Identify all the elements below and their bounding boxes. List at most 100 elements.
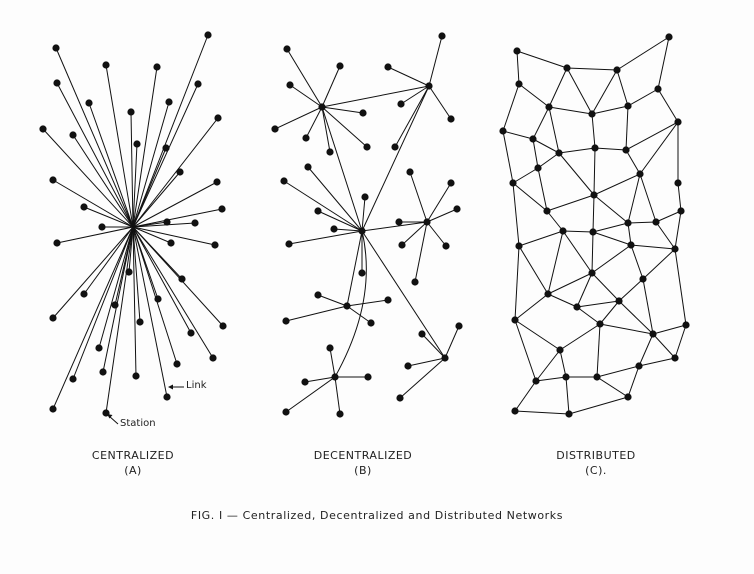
link xyxy=(72,134,134,228)
station xyxy=(283,45,291,53)
station xyxy=(543,207,551,215)
station xyxy=(396,394,404,402)
link xyxy=(321,106,364,114)
panel-b-letter: (B) xyxy=(354,464,372,477)
station xyxy=(624,393,632,401)
station xyxy=(359,109,367,117)
hub-station xyxy=(318,103,326,111)
station xyxy=(163,218,171,226)
link xyxy=(132,101,170,228)
link xyxy=(317,210,363,232)
station xyxy=(559,227,567,235)
link xyxy=(625,149,641,175)
decentralized-network xyxy=(271,32,463,418)
link xyxy=(657,36,670,90)
link xyxy=(642,278,654,335)
link xyxy=(132,181,218,228)
link xyxy=(627,365,640,398)
station xyxy=(282,317,290,325)
station xyxy=(282,408,290,416)
link xyxy=(674,324,687,359)
link xyxy=(321,106,331,153)
station xyxy=(555,149,563,157)
station xyxy=(167,239,175,247)
link xyxy=(655,210,682,223)
station xyxy=(176,168,184,176)
station xyxy=(509,179,517,187)
link xyxy=(547,272,593,295)
link xyxy=(548,67,568,108)
link xyxy=(98,226,134,349)
station xyxy=(588,269,596,277)
link xyxy=(321,106,368,148)
station xyxy=(367,319,375,327)
station xyxy=(404,362,412,370)
station xyxy=(596,320,604,328)
trunk-link xyxy=(321,106,363,232)
station xyxy=(271,125,279,133)
station xyxy=(384,296,392,304)
station xyxy=(314,291,322,299)
station xyxy=(191,219,199,227)
station xyxy=(397,100,405,108)
link xyxy=(400,85,430,105)
link xyxy=(674,248,687,326)
panel-c-letter: (C). xyxy=(585,464,607,477)
link xyxy=(56,226,134,244)
link xyxy=(562,230,593,274)
trunk-link xyxy=(334,230,367,378)
link xyxy=(132,147,167,228)
link xyxy=(655,221,676,250)
link xyxy=(83,206,134,228)
station xyxy=(513,47,521,55)
link xyxy=(593,194,629,224)
centralized-network xyxy=(39,31,227,417)
station xyxy=(358,269,366,277)
link xyxy=(132,226,178,365)
link xyxy=(42,128,134,228)
link xyxy=(591,113,596,149)
station xyxy=(529,135,537,143)
link xyxy=(333,228,363,232)
station xyxy=(302,134,310,142)
link xyxy=(428,85,452,120)
station xyxy=(98,223,106,231)
station xyxy=(398,241,406,249)
station xyxy=(326,148,334,156)
link xyxy=(130,111,134,228)
figure-caption: FIG. I — Centralized, Decentralized and … xyxy=(190,509,564,522)
hub-station xyxy=(441,354,449,362)
link xyxy=(532,106,550,140)
link xyxy=(426,208,458,223)
link xyxy=(565,376,570,415)
station xyxy=(627,241,635,249)
link xyxy=(52,226,134,319)
station xyxy=(682,321,690,329)
link xyxy=(132,143,138,228)
station xyxy=(214,114,222,122)
link xyxy=(132,171,181,228)
hub-station xyxy=(423,218,431,226)
station xyxy=(677,207,685,215)
link xyxy=(576,306,601,325)
link xyxy=(132,83,199,228)
station xyxy=(85,99,93,107)
station xyxy=(565,410,573,418)
link xyxy=(514,319,561,351)
trunk-link xyxy=(361,230,446,359)
station xyxy=(593,373,601,381)
link xyxy=(576,272,593,308)
link xyxy=(285,305,348,322)
link xyxy=(559,349,567,378)
link xyxy=(132,208,223,228)
link-label: Link xyxy=(186,380,207,391)
station xyxy=(280,177,288,185)
station xyxy=(613,66,621,74)
station xyxy=(615,297,623,305)
link xyxy=(502,130,514,184)
link xyxy=(305,106,323,139)
link xyxy=(652,333,676,359)
link xyxy=(88,102,134,228)
link xyxy=(594,147,627,151)
link xyxy=(132,226,172,244)
